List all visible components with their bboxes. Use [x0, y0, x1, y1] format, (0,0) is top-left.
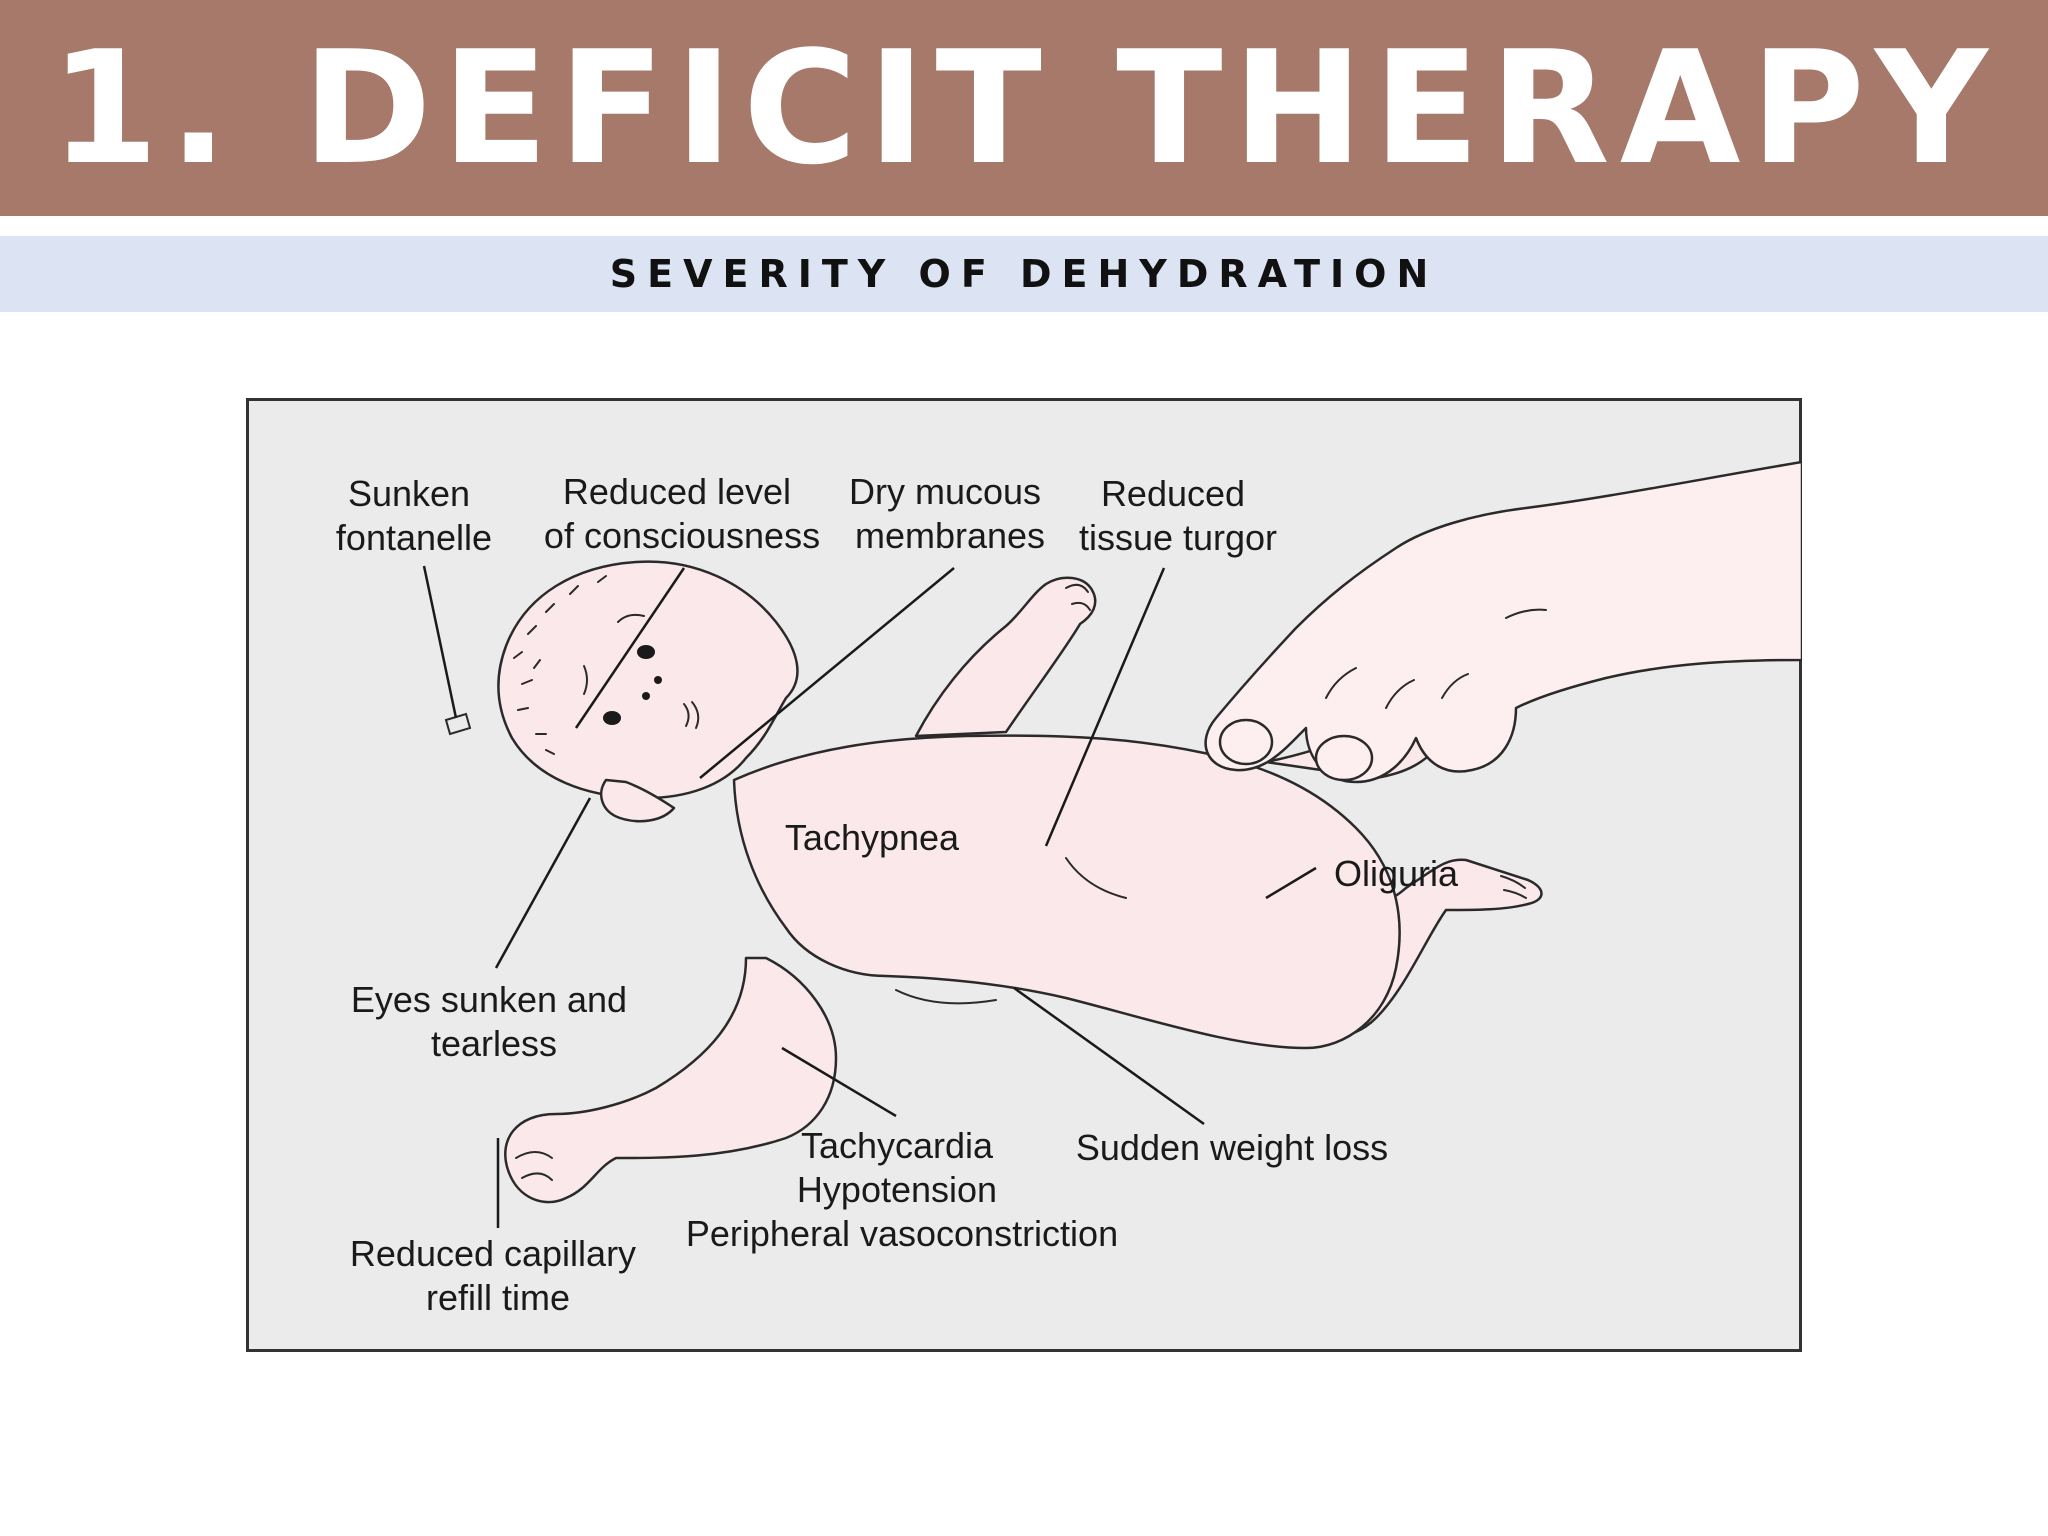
figure-labels: Sunken fontanelle Reduced level of consc… [336, 471, 1459, 1318]
leader-fontanelle [422, 565, 458, 719]
infant-mouth [683, 701, 700, 729]
leader-cardio [781, 1046, 897, 1118]
label-dry-mucous-line1: Dry mucous [849, 471, 1041, 512]
leader-oliguria [1265, 866, 1317, 900]
label-cardio: Tachycardia Hypotension Peripheral vasoc… [686, 1125, 1118, 1254]
infant-eye-lower [603, 711, 621, 725]
label-tachypnea: Tachypnea [785, 817, 960, 858]
adult-hand-knuckles [1325, 608, 1547, 709]
label-tissue-turgor-line1: Reduced [1101, 473, 1245, 514]
infant-eye-upper [637, 645, 655, 659]
title-band: 1. DEFICIT THERAPY [0, 0, 2048, 216]
label-dry-mucous: Dry mucous membranes [849, 471, 1051, 556]
fontanelle-marker [444, 712, 472, 736]
infant-toes [1500, 875, 1527, 899]
label-eyes-sunken-line1: Eyes sunken and [351, 979, 627, 1020]
infant-hair [513, 575, 607, 755]
infant-torso [732, 734, 1401, 1050]
infant-head [497, 560, 799, 800]
dehydration-figure: Sunken fontanelle Reduced level of consc… [246, 398, 1802, 1352]
label-eyes-sunken-line2: tearless [431, 1023, 557, 1064]
infant-nostril-lower [642, 692, 650, 700]
slide-title: 1. DEFICIT THERAPY [50, 17, 1998, 199]
label-tachycardia: Tachycardia [801, 1125, 994, 1166]
label-capillary-refill-line2: refill time [426, 1277, 570, 1318]
leader-consciousness [574, 567, 686, 729]
subtitle-band: SEVERITY OF DEHYDRATION [0, 236, 2048, 312]
adult-hand [1204, 460, 1802, 784]
adult-finger-nail [1314, 734, 1374, 782]
leader-lines [422, 565, 1317, 1228]
infant-illustration [444, 460, 1802, 1204]
infant-nostril-upper [654, 676, 662, 684]
label-reduced-consciousness-line1: Reduced level [563, 471, 791, 512]
infant-ear [600, 778, 676, 823]
infant-brow [583, 613, 645, 695]
label-vasoconstriction: Peripheral vasoconstriction [686, 1213, 1118, 1254]
infant-raised-arm [914, 576, 1097, 738]
leader-eyes [494, 797, 592, 969]
label-hypotension: Hypotension [797, 1169, 997, 1210]
label-sunken-fontanelle: Sunken fontanelle [336, 473, 492, 558]
label-sunken-fontanelle-line1: Sunken [348, 473, 470, 514]
infant-lower-hand-fingers [515, 1151, 553, 1181]
label-eyes-sunken: Eyes sunken and tearless [351, 979, 637, 1064]
label-capillary-refill: Reduced capillary refill time [350, 1233, 646, 1318]
label-dry-mucous-line2: membranes [855, 515, 1045, 556]
label-oliguria: Oliguria [1334, 853, 1459, 894]
label-reduced-consciousness-line2: of consciousness [544, 515, 820, 556]
label-sunken-fontanelle-line2: fontanelle [336, 517, 492, 558]
leader-weight [1013, 986, 1205, 1126]
label-tissue-turgor: Reduced tissue turgor [1079, 473, 1277, 558]
label-weight-loss: Sudden weight loss [1076, 1127, 1388, 1168]
infant-chest-lines [895, 857, 1127, 1005]
adult-thumb-nail [1218, 718, 1274, 766]
leader-mucous [699, 567, 955, 779]
slide-subtitle: SEVERITY OF DEHYDRATION [609, 252, 1439, 296]
infant-raised-hand-fingers [1065, 583, 1091, 611]
label-reduced-consciousness: Reduced level of consciousness [544, 471, 820, 556]
dehydration-diagram: Sunken fontanelle Reduced level of consc… [246, 398, 1802, 1352]
leader-turgor [1044, 567, 1166, 847]
label-tissue-turgor-line2: tissue turgor [1079, 517, 1277, 558]
label-capillary-refill-line1: Reduced capillary [350, 1233, 636, 1274]
